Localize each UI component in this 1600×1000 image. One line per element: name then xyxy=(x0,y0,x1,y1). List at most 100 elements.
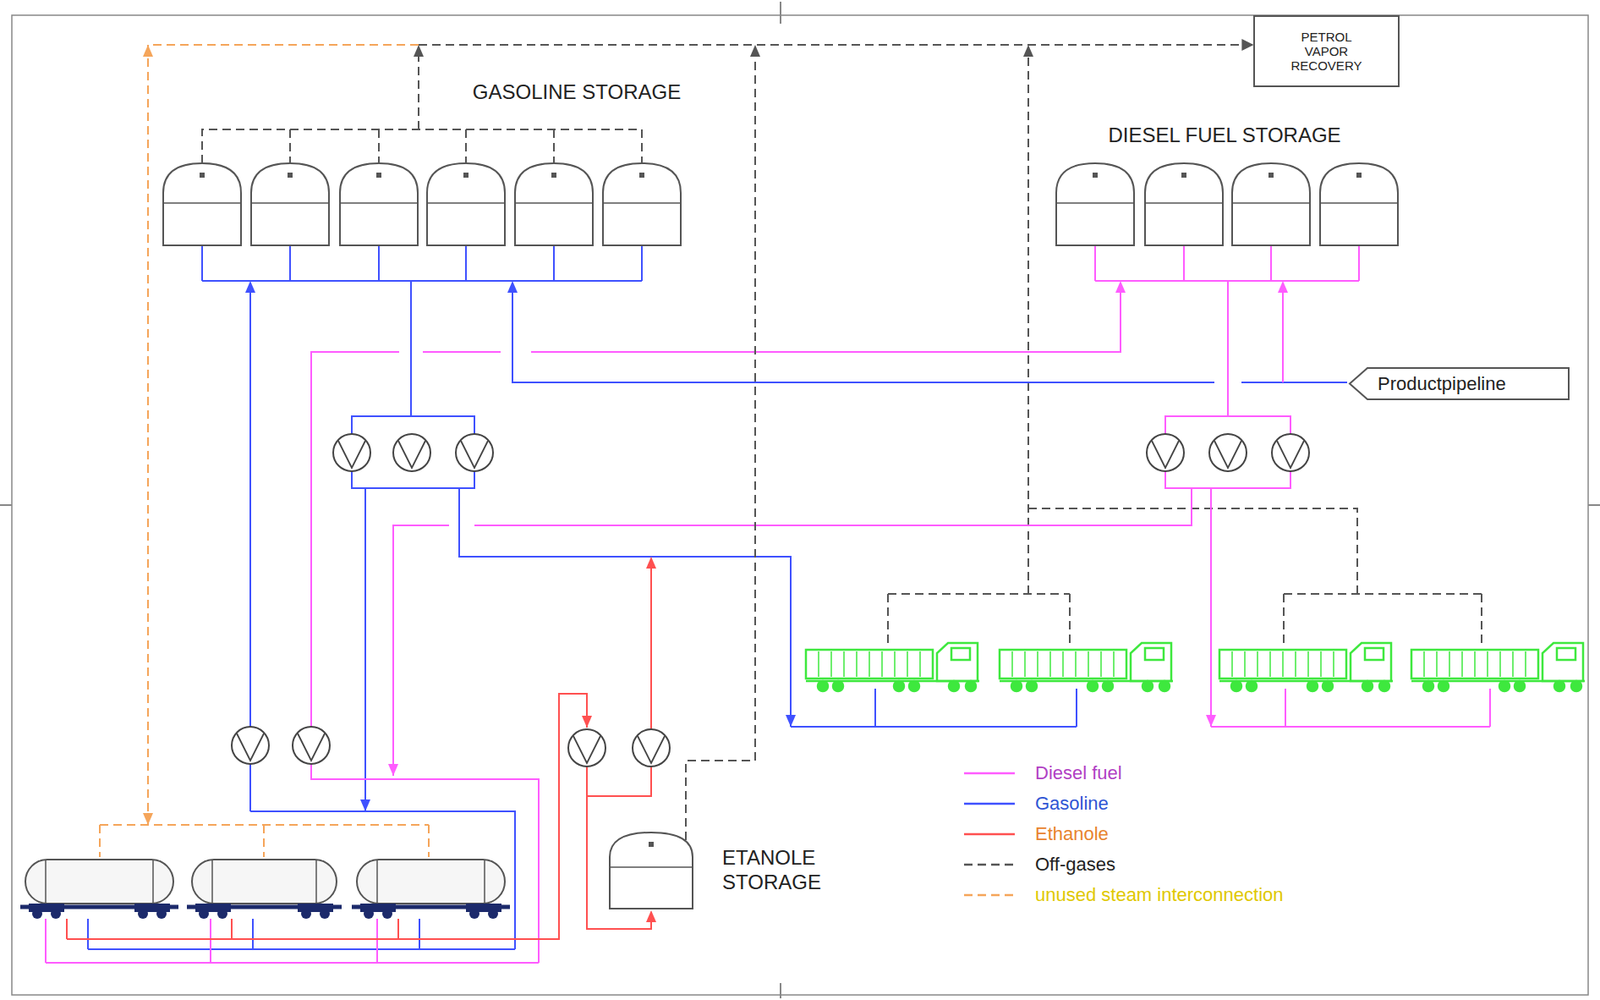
arrow-head xyxy=(1205,714,1217,727)
storage-tank xyxy=(1320,163,1398,246)
arrow-head xyxy=(1277,280,1288,293)
vent-header xyxy=(418,43,756,46)
storage-tank xyxy=(251,163,329,246)
legend: Diesel fuelGasolineEthanoleOff-gases unus… xyxy=(964,757,1284,910)
arrow-head xyxy=(360,799,371,811)
pipe-line xyxy=(1227,280,1229,417)
pipe-line xyxy=(1210,487,1212,727)
arrow-head xyxy=(245,280,256,293)
pump-symbol xyxy=(393,433,431,472)
storage-tank xyxy=(339,163,418,246)
area-label: GASOLINE STORAGE xyxy=(470,80,684,105)
pipe-line xyxy=(1282,282,1284,383)
legend-text: Diesel fuel xyxy=(1035,761,1123,784)
arrow-head xyxy=(646,556,657,569)
legend-row: unused steam interconnection xyxy=(964,879,1284,910)
tank-truck xyxy=(999,642,1173,691)
legend-sample xyxy=(964,886,1015,904)
arrow-head xyxy=(507,280,518,293)
rail-tank-car xyxy=(20,859,179,919)
rail-tank-car xyxy=(351,859,510,919)
node-outline xyxy=(608,831,694,909)
storage-tank xyxy=(515,163,593,246)
area-label: DIESEL FUEL STORAGE xyxy=(1105,123,1343,148)
pipe-line xyxy=(45,918,539,963)
arrow-head xyxy=(413,44,424,57)
vapor-recovery-box: PETROL VAPOR RECOVERY xyxy=(1253,15,1400,88)
vent-line xyxy=(1028,508,1482,647)
pipe-line xyxy=(1210,688,1491,727)
pump-symbol xyxy=(632,728,670,767)
legend-row: Gasoline xyxy=(964,788,1284,819)
pipe-line xyxy=(393,487,1192,776)
node-text: PETROL VAPOR RECOVERY xyxy=(1284,29,1370,74)
pump-symbol xyxy=(292,726,330,764)
arrow-head xyxy=(581,715,592,728)
pump-symbol xyxy=(455,433,494,472)
pump-symbol xyxy=(333,433,371,472)
pipe-line xyxy=(202,245,642,281)
pump-symbol xyxy=(1271,433,1310,472)
tank-truck xyxy=(1411,642,1585,691)
legend-swatch xyxy=(964,832,1015,836)
pipe-line xyxy=(364,487,367,811)
legend-text: Off-gases xyxy=(1035,853,1116,876)
pump-symbol xyxy=(1209,433,1247,472)
steam-line xyxy=(99,824,429,857)
legend-text: Gasoline xyxy=(1035,792,1109,815)
rail-tank-car xyxy=(186,859,342,919)
offgas-connector xyxy=(685,44,1253,840)
arrow-head xyxy=(142,812,154,825)
storage-tank xyxy=(163,163,242,246)
legend-swatch xyxy=(964,802,1015,806)
storage-tank xyxy=(1056,163,1135,246)
vent-line xyxy=(1027,46,1030,594)
pipeline-callout: Productpipeline xyxy=(1348,367,1570,400)
node-text: ETANOLE STORAGE xyxy=(722,845,841,895)
legend-text: unused steam interconnection xyxy=(1035,883,1284,906)
arrow-head xyxy=(1023,44,1034,57)
pipe-line xyxy=(512,282,1348,383)
legend-sample xyxy=(964,825,1015,843)
pipe-line xyxy=(410,280,412,417)
steam-line xyxy=(147,44,419,825)
arrow-head xyxy=(388,763,399,776)
pump-symbol xyxy=(1146,433,1184,472)
arrow-head xyxy=(785,714,796,727)
pipe-line xyxy=(531,282,1121,352)
legend-sample xyxy=(964,855,1015,873)
pipe-line xyxy=(311,351,539,963)
arrow-head xyxy=(646,909,657,922)
storage-tank xyxy=(427,163,505,246)
pipe-line xyxy=(1095,245,1359,281)
legend-line xyxy=(964,863,1015,866)
vent-line xyxy=(417,46,420,130)
storage-tank xyxy=(1145,163,1223,246)
legend-sample xyxy=(964,764,1015,782)
legend-row: Diesel fuel xyxy=(964,757,1284,789)
tank-truck xyxy=(1219,642,1393,691)
legend-row: Off-gases xyxy=(964,849,1284,880)
frame-border xyxy=(11,15,1589,995)
legend-row: Ethanole xyxy=(964,818,1284,850)
storage-tank xyxy=(1232,163,1310,246)
node-text: Productpipeline xyxy=(1377,372,1570,395)
legend-text: Ethanole xyxy=(1035,822,1109,845)
pipe-line xyxy=(459,487,791,727)
ethanol-tank: ETANOLE STORAGE xyxy=(608,831,846,909)
storage-tank xyxy=(602,163,681,246)
pipe-line xyxy=(790,688,1077,727)
pump-symbol xyxy=(231,726,269,764)
legend-sample xyxy=(964,794,1015,812)
pipe-line xyxy=(87,918,516,949)
arrow-head xyxy=(142,44,154,57)
pump-symbol xyxy=(568,728,606,767)
tank-truck xyxy=(805,642,980,691)
legend-swatch xyxy=(964,772,1015,775)
legend-line xyxy=(964,893,1015,897)
arrow-head xyxy=(1115,280,1126,293)
pipe-line xyxy=(66,918,399,939)
vent-line xyxy=(202,129,642,164)
